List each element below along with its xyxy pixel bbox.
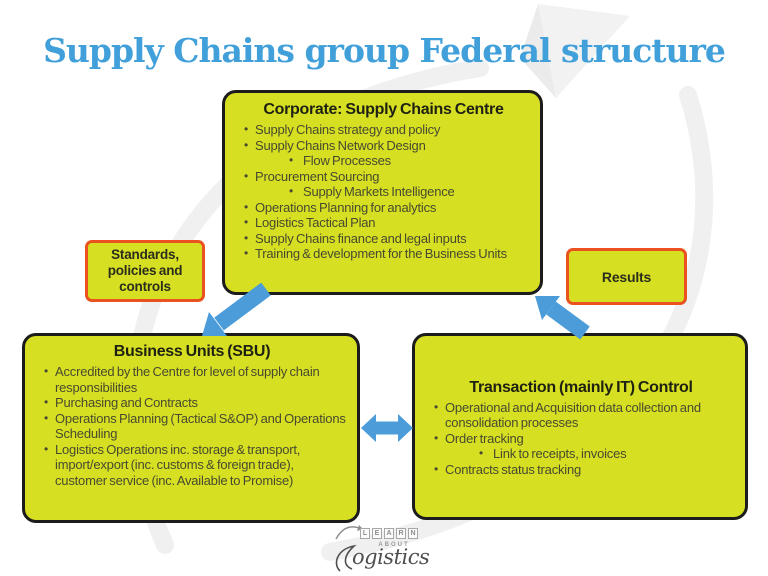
bullet-icon: • [288,153,293,167]
bullet-item: • Flow Processes [279,153,530,169]
bullet-icon: • [288,184,293,198]
bullet-item: • Accredited by the Centre for level of s… [37,364,347,395]
bullet-text: Contracts status tracking [445,461,582,477]
logo-letter-tile: A [384,528,394,539]
business-units-box-title: Business Units (SBU) [113,343,271,360]
logo-letter-tile: L [360,528,370,539]
bullet-text: Training & development for the Business … [255,246,507,261]
bullet-item: • Supply Chains finance and legal inputs [237,231,530,247]
bullet-icon: • [433,430,438,445]
bullet-item: • Order tracking [427,431,735,447]
bullet-icon: • [43,364,48,378]
bullet-icon: • [433,399,438,414]
bullet-text: Procurement Sourcing [255,168,380,184]
bullet-text: Purchasing and Contracts [55,395,198,410]
bullet-item: • Training & development for the Business… [237,246,530,262]
results-box: Results [566,248,687,305]
bullet-item: • Supply Markets Intelligence [279,184,530,200]
bullet-text: Supply Chains Network Design [255,137,426,153]
logo-letter-tile: R [396,528,406,539]
bullet-text: Operations Planning for analytics [255,199,437,215]
bullet-icon: • [43,410,48,425]
bullet-item: • Operational and Acquisition data collec… [427,400,735,431]
bullet-icon: • [478,446,483,461]
bullet-item: • Logistics Tactical Plan [237,215,530,231]
logo-logistics-script: ogistics [352,545,430,569]
bullet-text: Flow Processes [303,153,391,168]
bullet-text: Operations Planning (Tactical S&OP) and … [55,410,346,442]
bullet-icon: • [243,199,248,214]
standards-box: Standards, policies and controls [85,240,205,302]
bullet-text: Accredited by the Centre for level of su… [55,364,320,395]
transaction-box: Transaction (mainly IT) Control • Operati… [412,333,748,520]
transaction-box-title: Transaction (mainly IT) Control [469,378,693,396]
business-units-bullet-list: • Accredited by the Centre for level of s… [37,364,347,488]
logo-arrow-swoosh [335,526,360,540]
corporate-bullet-list: •Supply Chains strategy and policy•Suppl… [237,122,530,262]
bullet-item: • Link to receipts, invoices [469,446,735,462]
business-units-box: Business Units (SBU) • Accredited by the … [22,333,360,523]
logo-letter-tile: E [372,528,382,539]
bullet-item: • Purchasing and Contracts [37,395,347,411]
arrow-business-transaction-bidirectional [361,414,413,442]
bullet-item: • Supply Chains Network Design [237,138,530,154]
bullet-item: • Operations Planning (Tactical S&OP) and… [37,411,347,442]
page-title: Supply Chains group Federal structure [43,31,726,70]
bullet-text: Supply Markets Intelligence [303,184,455,199]
bullet-item: • Contracts status tracking [427,462,735,478]
bullet-icon: • [243,230,248,245]
bullet-icon: • [243,122,248,136]
transaction-bullet-list: • Operational and Acquisition data collec… [427,400,735,478]
bullet-text: Operational and Acquisition data collect… [445,399,701,431]
bullet-icon: • [243,137,248,152]
bullet-icon: • [243,168,248,183]
bullet-icon: • [43,395,48,409]
bullet-item: • Procurement Sourcing [237,169,530,185]
bullet-item: • Operations Planning for analytics [237,200,530,216]
bullet-icon: • [433,461,438,476]
results-box-label: Results [601,268,652,285]
bullet-text: Supply Chains finance and legal inputs [255,230,467,246]
bullet-icon: • [243,215,248,229]
bullet-item: • Supply Chains strategy and policy [237,122,530,138]
bullet-icon: • [243,246,248,260]
arrow-corporate-to-business-units [202,282,271,336]
bullet-item: • Logistics Operations inc. storage & tra… [37,442,347,489]
corporate-box-title: Corporate: Supply Chains Centre [263,101,504,118]
bullet-text: Supply Chains strategy and policy [255,122,441,137]
corporate-box: Corporate: Supply Chains Centre •Supply … [222,90,543,295]
bullet-text: Logistics Operations inc. storage & tran… [55,441,301,488]
bullet-icon: • [43,441,48,456]
logo-letter-tile: N [408,528,418,539]
bullet-text: Link to receipts, invoices [493,446,627,462]
bullet-text: Order tracking [445,430,524,446]
standards-box-label: Standards, policies and controls [107,247,183,294]
bullet-text: Logistics Tactical Plan [255,215,376,230]
